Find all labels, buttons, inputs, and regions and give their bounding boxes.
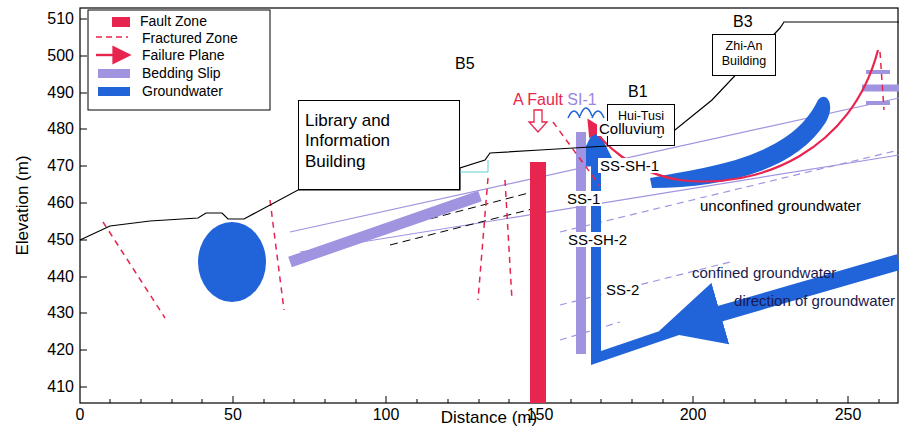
legend-text: Fractured Zone [142,31,238,45]
axis-tick-label: 50 [224,407,242,423]
section-label: Colluvium [597,121,667,136]
axis-title: Elevation (m) [14,155,31,255]
axis-tick-label: 410 [47,379,74,395]
axis-tick-label: 500 [47,48,74,64]
building-id: B5 [455,55,475,73]
section-label: SS-SH-1 [598,158,661,173]
building-box: B5Library and Information Building [298,100,460,190]
axis-tick-label: 0 [76,407,85,423]
building-id: B1 [628,83,648,101]
axis-tick-label: 510 [47,11,74,27]
axis-tick-label: 100 [373,407,400,423]
section-label: SS-2 [604,282,641,297]
section-label: SI-1 [567,92,596,108]
axis-tick-label: 470 [47,158,74,174]
legend-swatch [98,69,130,78]
building-box: B3Zhi-An Building [712,34,776,76]
legend-text: Groundwater [142,84,223,98]
axis-tick-label: 440 [47,269,74,285]
legend-swatch [112,17,130,27]
legend-text: Bedding Slip [142,66,221,80]
legend-text: Failure Plane [142,48,225,62]
axis-tick-label: 420 [47,342,74,358]
axis-title: Distance (m) [441,409,537,426]
axis-tick-label: 200 [680,407,707,423]
section-label: SS-1 [565,191,602,206]
axis-tick-label: 490 [47,85,74,101]
section-label: unconfined groundwater [698,198,863,213]
section-label: SS-SH-2 [566,232,629,247]
section-label: A Fault [513,92,563,108]
axis-tick-label: 450 [47,232,74,248]
axis-tick-label: 460 [47,195,74,211]
building-name: Zhi-An Building [713,35,775,73]
section-label: direction of groundwater [734,293,895,308]
building-id: B3 [733,13,753,31]
legend-swatch [98,87,130,96]
building-name: Library and Information Building [299,101,459,182]
axis-tick-label: 430 [47,305,74,321]
axis-tick-label: 480 [47,121,74,137]
section-label: confined groundwater [692,265,836,280]
axis-tick-label: 250 [835,407,862,423]
legend-text: Fault Zone [140,14,207,28]
